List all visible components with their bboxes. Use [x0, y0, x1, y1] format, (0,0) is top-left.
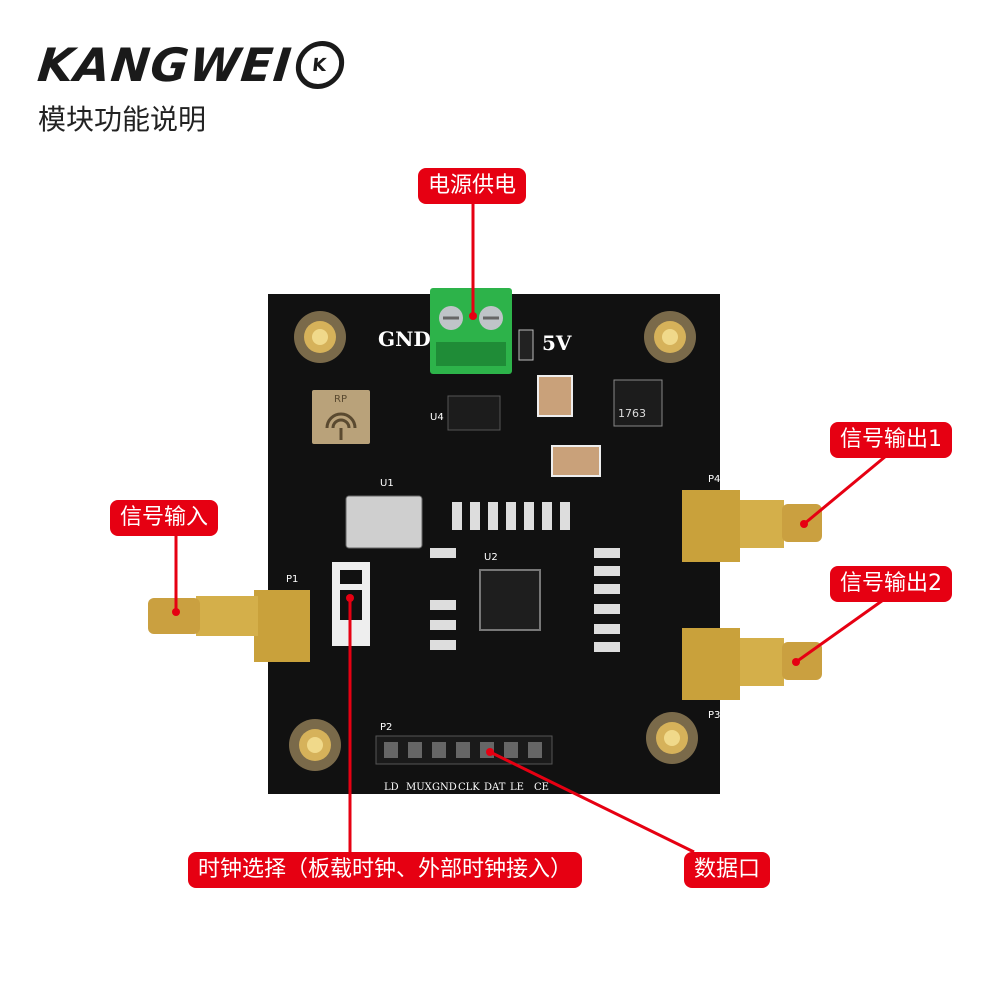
mounting-screw-icon	[646, 712, 698, 764]
component-column	[594, 548, 620, 652]
component-column	[430, 548, 456, 650]
mounting-screw-icon	[289, 719, 341, 771]
regulator-u4	[447, 395, 501, 431]
leader-line-data	[489, 750, 695, 854]
silk-rp: RP	[334, 394, 347, 405]
sma-output-connector-p4	[682, 490, 822, 562]
label-clock-select: 时钟选择（板载时钟、外部时钟接入）	[188, 852, 583, 888]
sma-input-connector-p1	[148, 590, 310, 662]
leader-line-signal-out2	[795, 596, 887, 664]
silk-chip: 1763	[618, 407, 646, 420]
data-header-p2	[375, 735, 553, 765]
silk-u4: U4	[430, 412, 444, 423]
diode	[518, 329, 534, 361]
silk-5v: 5V	[542, 331, 572, 355]
silk-pin-dat: DAT	[484, 782, 506, 793]
mounting-screw-icon	[644, 311, 696, 363]
silk-pin-clk: CLK	[458, 782, 480, 793]
silk-pin-ce: CE	[534, 782, 549, 793]
power-terminal-block	[430, 288, 512, 374]
sma-output-connector-p3	[682, 628, 822, 700]
oscillator-u1	[345, 495, 423, 549]
ic-1763	[613, 379, 663, 427]
silk-pin-ld: LD	[384, 782, 399, 793]
label-signal-out1: 信号输出1	[830, 422, 952, 458]
mounting-screw-icon	[294, 311, 346, 363]
component-row	[452, 502, 570, 530]
rf-logo-icon	[312, 390, 370, 444]
capacitor	[537, 375, 573, 417]
silk-gnd: GND	[378, 327, 431, 351]
page-subtitle: 模块功能说明	[38, 103, 207, 136]
label-power: 电源供电	[418, 168, 527, 204]
silk-pin-gnd: GND	[432, 782, 457, 793]
leader-line-signal-out1	[803, 454, 887, 526]
silk-p2: P2	[380, 722, 392, 733]
silk-u1: U1	[380, 478, 394, 489]
label-data-port: 数据口	[684, 852, 771, 888]
silk-pin-le: LE	[510, 782, 524, 793]
pcb-board	[268, 294, 720, 794]
silk-u2: U2	[484, 552, 498, 563]
label-signal-in: 信号输入	[110, 500, 219, 536]
silk-pin-mux: MUX	[406, 782, 433, 793]
capacitor	[551, 445, 601, 477]
silk-p1: P1	[286, 574, 298, 585]
silk-p3: P3	[708, 710, 720, 721]
silk-p4: P4	[708, 474, 720, 485]
main-ic-u2	[479, 569, 541, 631]
label-signal-out2: 信号输出2	[830, 566, 952, 602]
